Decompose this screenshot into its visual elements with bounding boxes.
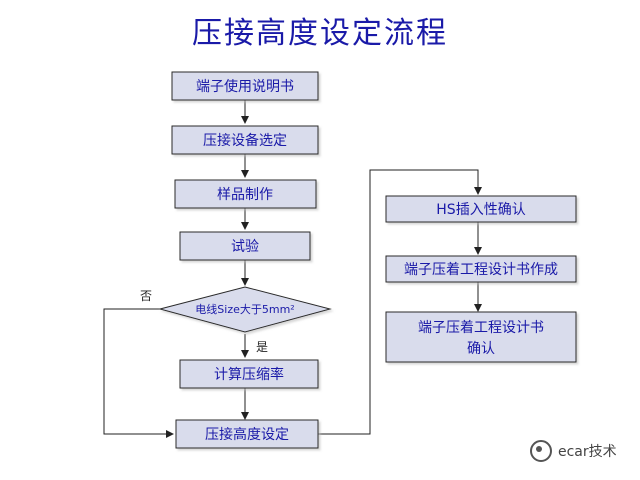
step-manual-label: 端子使用说明书 [196, 78, 294, 95]
label-yes: 是 [256, 340, 268, 354]
decision-wire-size: 电线Size大于5mm² [158, 286, 332, 333]
step-compression-label: 计算压缩率 [214, 366, 284, 383]
page-title: 压接高度设定流程 [192, 16, 448, 51]
arrow-height-hs [318, 169, 482, 435]
step-spec-confirm: 端子压着工程设计书 确认 [385, 311, 577, 363]
step-test: 试验 [179, 231, 311, 261]
connectors [103, 100, 482, 438]
arrow-no-branch [103, 308, 174, 438]
step-spec-create: 端子压着工程设计书作成 [385, 255, 577, 283]
watermark: ecar技术 [530, 440, 617, 462]
wechat-icon [530, 440, 552, 462]
step-test-label: 试验 [231, 239, 259, 255]
step-sample-label: 样品制作 [217, 187, 273, 203]
step-equipment: 压接设备选定 [171, 125, 319, 155]
step-height-setting-label: 压接高度设定 [205, 426, 289, 443]
watermark-text: ecar技术 [558, 444, 617, 460]
step-spec-confirm-line1: 端子压着工程设计书 [418, 320, 544, 336]
decision-label: 电线Size大于5mm² [195, 302, 294, 316]
step-hs-check: HS插入性确认 [385, 195, 577, 223]
step-compression: 计算压缩率 [179, 359, 319, 389]
step-hs-check-label: HS插入性确认 [436, 202, 525, 218]
label-no: 否 [140, 289, 152, 303]
step-equipment-label: 压接设备选定 [203, 132, 287, 149]
step-spec-create-label: 端子压着工程设计书作成 [404, 262, 558, 278]
step-height-setting: 压接高度设定 [175, 419, 319, 449]
step-manual: 端子使用说明书 [171, 71, 319, 101]
step-spec-confirm-line2: 确认 [467, 341, 495, 357]
step-sample: 样品制作 [174, 179, 317, 209]
